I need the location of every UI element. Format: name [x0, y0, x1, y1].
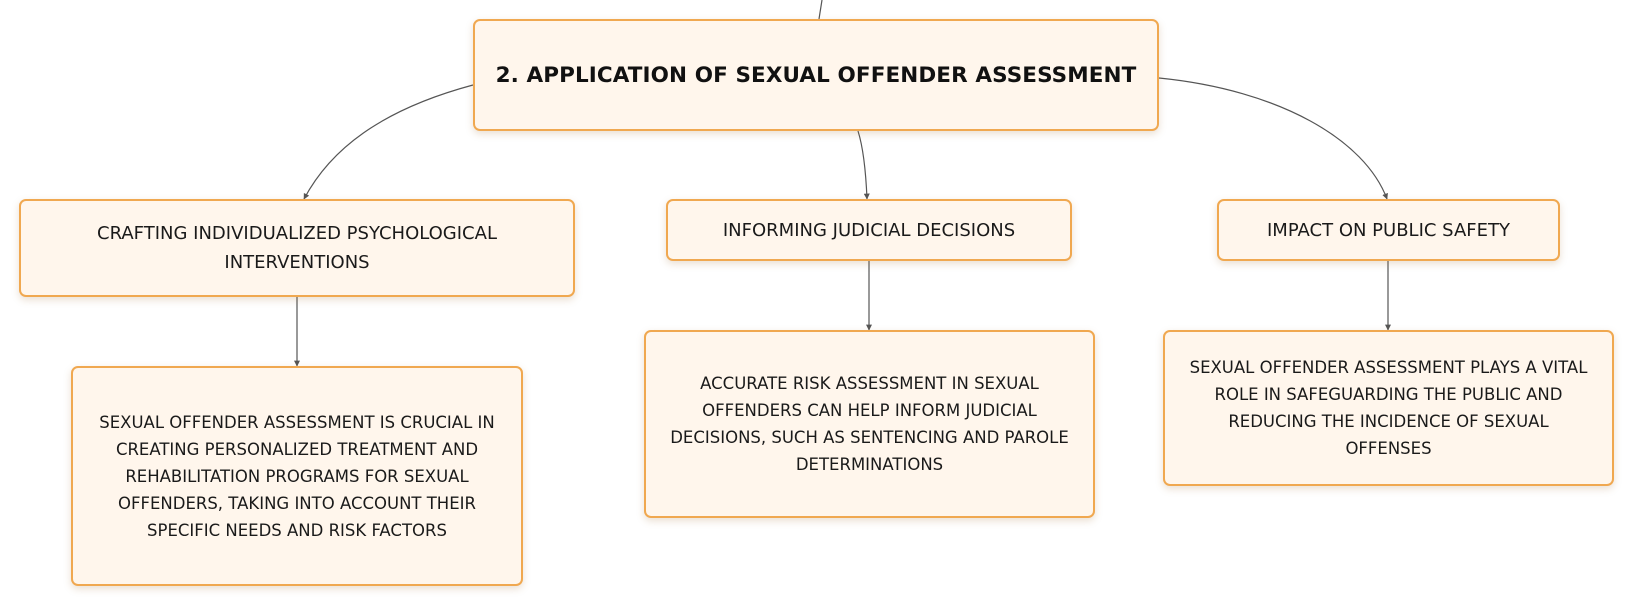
connector-root-to-branch-2	[857, 130, 870, 200]
connector-from-parent	[818, 0, 823, 20]
connector-root-to-branch-1	[303, 84, 474, 200]
branch-node-psychological-interventions[interactable]: CRAFTING INDIVIDUALIZED PSYCHOLOGICAL IN…	[19, 199, 575, 297]
leaf-node-judicial-decisions[interactable]: ACCURATE RISK ASSESSMENT IN SEXUAL OFFEN…	[644, 330, 1095, 518]
leaf-node-psychological-interventions[interactable]: SEXUAL OFFENDER ASSESSMENT IS CRUCIAL IN…	[71, 366, 523, 586]
branch-node-public-safety[interactable]: IMPACT ON PUBLIC SAFETY	[1217, 199, 1560, 261]
leaf-node-public-safety[interactable]: SEXUAL OFFENDER ASSESSMENT PLAYS A VITAL…	[1163, 330, 1614, 486]
connector-root-to-branch-3	[1158, 77, 1388, 200]
branch-node-label: IMPACT ON PUBLIC SAFETY	[1267, 219, 1510, 241]
branch-node-label: INFORMING JUDICIAL DECISIONS	[722, 219, 1016, 241]
leaf-node-text: SEXUAL OFFENDER ASSESSMENT IS CRUCIAL IN…	[99, 412, 495, 540]
leaf-node-text: ACCURATE RISK ASSESSMENT IN SEXUAL OFFEN…	[670, 374, 1069, 474]
branch-node-label: CRAFTING INDIVIDUALIZED PSYCHOLOGICAL IN…	[97, 223, 497, 273]
leaf-node-text: SEXUAL OFFENDER ASSESSMENT PLAYS A VITAL…	[1189, 358, 1588, 458]
root-node-label: 2. APPLICATION OF SEXUAL OFFENDER ASSESS…	[495, 62, 1137, 88]
branch-node-judicial-decisions[interactable]: INFORMING JUDICIAL DECISIONS	[666, 199, 1072, 261]
root-node[interactable]: 2. APPLICATION OF SEXUAL OFFENDER ASSESS…	[473, 19, 1159, 131]
